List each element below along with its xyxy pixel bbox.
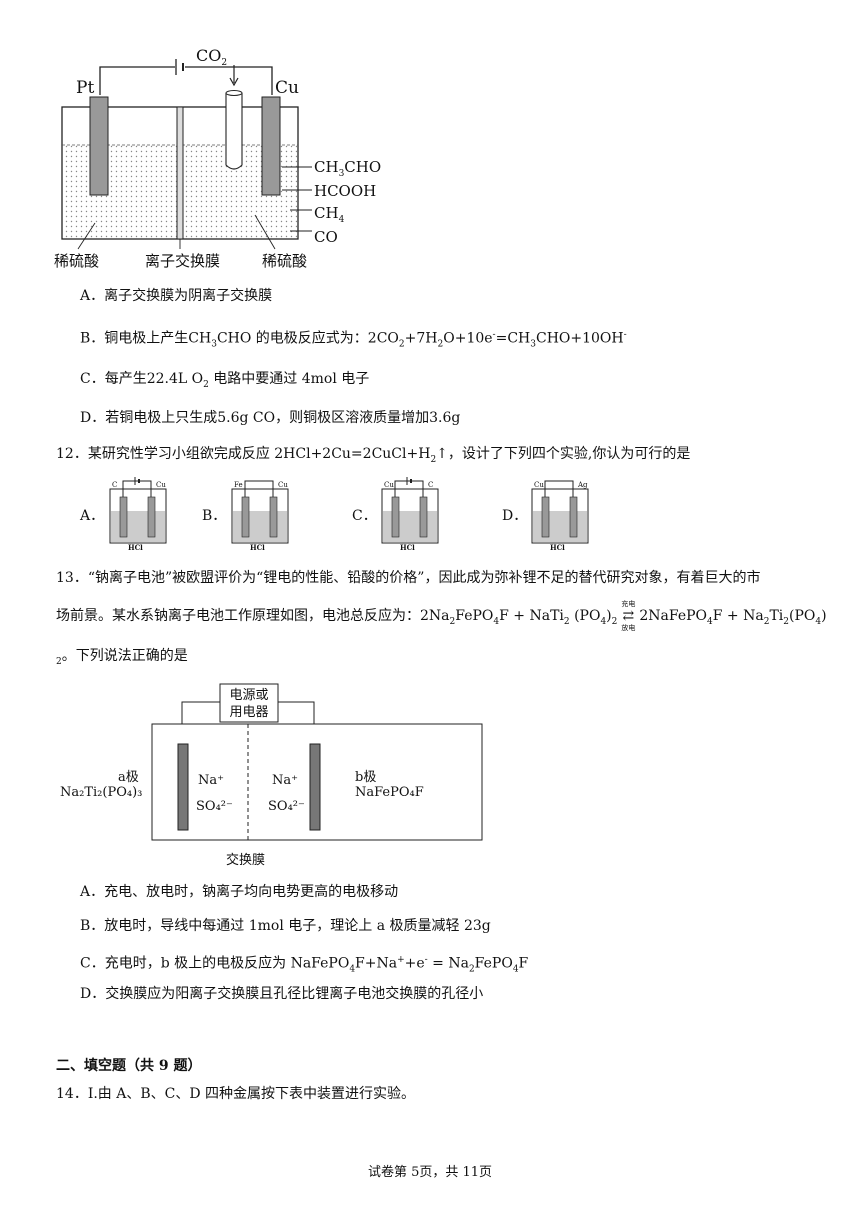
product-co: CO [314, 228, 338, 246]
q12-a-left-electrode: C [112, 481, 118, 489]
q12-beaker-c [381, 477, 439, 544]
reversible-arrow: 充电⇄放电 [621, 600, 636, 632]
q12-d-solution: HCl [550, 543, 565, 552]
co2-label: CO2 [196, 46, 228, 69]
na-right: Na⁺ [272, 773, 298, 788]
product-hcooh: HCOOH [314, 182, 377, 200]
q11-option-a: A．离子交换膜为阴离子交换膜 [80, 288, 273, 304]
q12-beaker-d [531, 480, 589, 544]
q11-option-b: B．铜电极上产生CH3CHO 的电极反应式为：2CO2+7H2O+10e-=CH… [80, 330, 627, 350]
q12-beaker-a [109, 477, 167, 544]
product-ch3cho: CH3CHO [314, 158, 382, 179]
electrolysis-figure [61, 59, 312, 250]
q12-options-row: A． C Cu HCl B． Fe Cu HCl C． Cu C HCl D． [80, 475, 800, 555]
q11-option-d: D．若铜电极上只生成5.6g CO，则铜极区溶液质量增加3.6g [80, 410, 461, 426]
left-solution-label: 稀硫酸 [54, 252, 100, 270]
q12-c-left-electrode: Cu [384, 481, 394, 489]
q13-stem-line3: 2。下列说法正确的是 [56, 648, 188, 667]
exchange-membrane-label: 交换膜 [226, 853, 266, 868]
q12-option-d-letter: D． [502, 508, 528, 524]
q13-option-c: C．充电时，b 极上的电极反应为 NaFePO4F+Na++e- = Na2Fe… [80, 955, 529, 975]
q12-beaker-b [231, 480, 289, 544]
page-footer: 试卷第 5页，共 11页 [367, 1165, 493, 1180]
so4-left: SO₄²⁻ [196, 799, 233, 814]
na-left: Na⁺ [198, 773, 224, 788]
so4-right: SO₄²⁻ [268, 799, 305, 814]
b-pole-label: b极 [355, 770, 377, 785]
q12-b-left-electrode: Fe [234, 481, 243, 489]
q12-c-right-electrode: C [428, 481, 434, 489]
a-pole-label: a极 [118, 770, 139, 785]
right-solution-label: 稀硫酸 [262, 252, 308, 270]
q11-option-c: C．每产生22.4L O2 电路中要通过 4mol 电子 [80, 371, 370, 390]
q13-stem-line1: 13．“钠离子电池”被欧盟评价为“锂电的性能、铅酸的价格”，因此成为弥补锂不足的… [56, 570, 761, 586]
q13-option-b: B．放电时，导线中每通过 1mol 电子，理论上 a 极质量减轻 23g [80, 918, 491, 934]
q13-option-a: A．充电、放电时，钠离子均向电势更高的电极移动 [80, 884, 399, 900]
product-ch4: CH4 [314, 204, 345, 225]
q12-b-right-electrode: Cu [278, 481, 288, 489]
q12-b-solution: HCl [250, 543, 265, 552]
q13-stem-line2: 场前景。某水系钠离子电池工作原理如图，电池总反应为：2Na2FePO4F + N… [56, 600, 827, 632]
cu-label: Cu [275, 78, 299, 98]
section-2-title: 二、填空题（共 9 题） [56, 1058, 202, 1074]
q12-a-right-electrode: Cu [156, 481, 166, 489]
q13-option-d: D．交换膜应为阳离子交换膜且孔径比锂离子电池交换膜的孔径小 [80, 986, 484, 1002]
power-or-load-box: 电源或用电器 [229, 688, 269, 720]
q12-option-a-letter: A． [80, 508, 105, 524]
q12-option-b-letter: B． [202, 508, 227, 524]
q12-stem: 12．某研究性学习小组欲完成反应 2HCl+2Cu=2CuCl+H2↑，设计了下… [56, 446, 691, 465]
q12-option-c-letter: C． [352, 508, 377, 524]
q12-a-solution: HCl [128, 543, 143, 552]
sodium-battery-figure [151, 683, 483, 841]
membrane-label: 离子交换膜 [145, 252, 221, 270]
pt-label: Pt [76, 78, 95, 98]
b-pole-formula: NaFePO₄F [355, 785, 424, 800]
q12-d-left-electrode: Cu [534, 481, 544, 489]
a-pole-formula: Na₂Ti₂(PO₄)₃ [60, 785, 143, 800]
q12-d-right-electrode: Ag [578, 481, 588, 489]
q12-c-solution: HCl [400, 543, 415, 552]
q14-stem: 14．I.由 A、B、C、D 四种金属按下表中装置进行实验。 [56, 1086, 416, 1102]
